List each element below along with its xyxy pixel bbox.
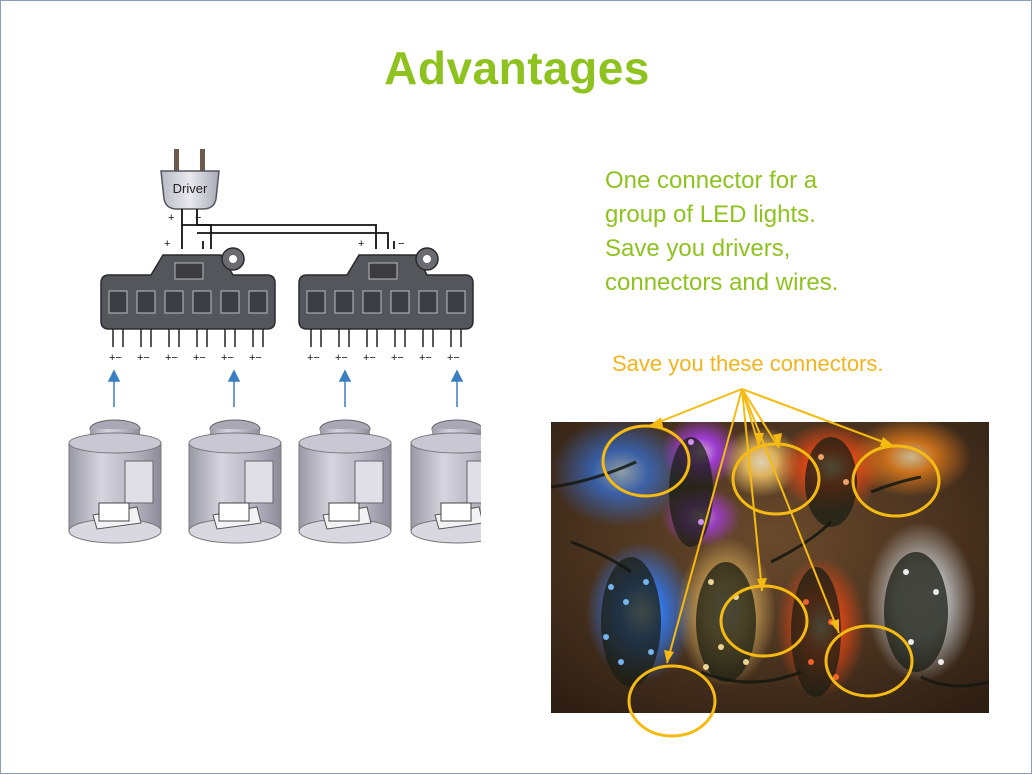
advantages-text: One connector for a group of LED lights.… xyxy=(605,164,925,300)
plug-cap-4 xyxy=(410,419,481,544)
output-pair-label: +− xyxy=(447,352,460,364)
output-pair-label: +− xyxy=(249,352,262,364)
output-pair-label: +− xyxy=(109,352,122,364)
plug-cap-3 xyxy=(298,419,392,544)
output-pair-label: +− xyxy=(137,352,150,364)
slide-title: Advantages xyxy=(384,42,650,94)
output-pair-label: +− xyxy=(165,352,178,364)
up-arrow-icon xyxy=(450,369,464,407)
body-line-1: One connector for a xyxy=(605,167,818,194)
body-line-3: Save you drivers, xyxy=(605,235,791,262)
plug-cap-1 xyxy=(68,419,162,544)
plug-cap-2 xyxy=(188,419,282,544)
output-pair-label: +− xyxy=(221,352,234,364)
output-pair-label: +− xyxy=(419,352,432,364)
output-pair-label: +− xyxy=(391,352,404,364)
photo-caption: Save you these connectors. xyxy=(612,351,884,376)
body-line-4: connectors and wires. xyxy=(605,269,839,296)
hub-connector-left xyxy=(100,247,276,347)
connector-diagram: Driver + − + + − xyxy=(68,149,481,544)
led-lights-photo xyxy=(551,422,989,713)
input-plus-left: + xyxy=(164,238,170,250)
up-arrow-icon xyxy=(338,369,352,407)
output-pair-label: +− xyxy=(335,352,348,364)
hub-connector-right xyxy=(298,247,474,347)
output-pair-label: +− xyxy=(363,352,376,364)
driver-label: Driver xyxy=(173,181,208,196)
body-line-2: group of LED lights. xyxy=(605,201,816,228)
input-minus-right: − xyxy=(398,238,404,250)
driver-plus-sign: + xyxy=(168,212,174,224)
output-pair-label: +− xyxy=(307,352,320,364)
input-plus-right: + xyxy=(358,238,364,250)
driver-plug: Driver + − xyxy=(160,149,220,224)
up-arrow-icon xyxy=(107,369,121,407)
up-arrow-icon xyxy=(227,369,241,407)
wires xyxy=(181,209,395,249)
driver-minus-sign: − xyxy=(195,212,201,224)
output-pair-label: +− xyxy=(193,352,206,364)
